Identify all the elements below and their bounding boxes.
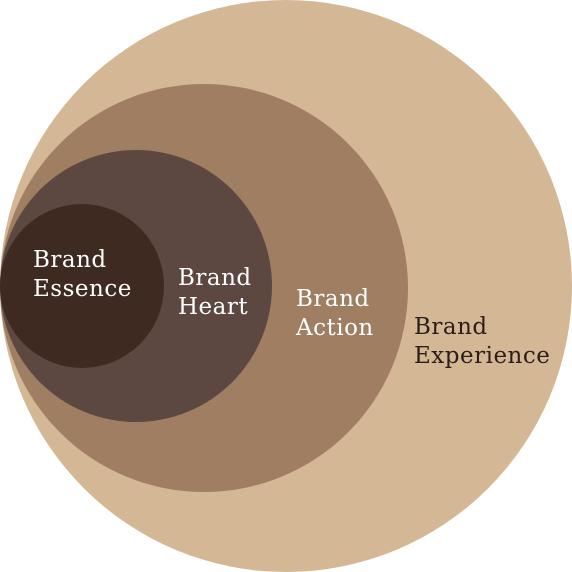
- brand-essence-line2: Essence: [33, 276, 132, 302]
- brand-experience-line1: Brand: [414, 314, 488, 340]
- brand-heart-line2: Heart: [178, 294, 249, 320]
- brand-action-line2: Action: [296, 315, 374, 341]
- brand-action-label: Brand Action: [296, 285, 374, 343]
- brand-heart-line1: Brand: [178, 265, 252, 291]
- brand-essence-line1: Brand: [33, 247, 107, 273]
- brand-experience-label: Brand Experience: [414, 313, 550, 371]
- brand-action-line1: Brand: [296, 286, 370, 312]
- brand-experience-line2: Experience: [414, 343, 551, 369]
- brand-essence-circle: [0, 204, 164, 368]
- brand-essence-label: Brand Essence: [33, 246, 132, 304]
- brand-heart-label: Brand Heart: [178, 264, 252, 322]
